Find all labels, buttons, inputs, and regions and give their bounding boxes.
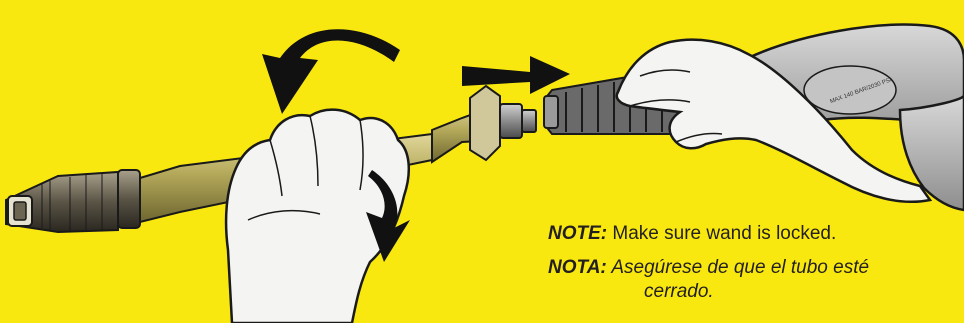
wand-connector bbox=[470, 86, 536, 160]
note-label: NOTE: bbox=[548, 223, 607, 244]
nota-label: NOTA: bbox=[548, 257, 607, 278]
note-spanish: NOTA: Asegúrese de que el tubo esté cerr… bbox=[548, 256, 960, 304]
nota-text: Asegúrese de que el tubo esté bbox=[607, 257, 869, 278]
left-hand bbox=[226, 110, 409, 323]
nota-text-continued: cerrado. bbox=[548, 280, 960, 304]
note-text: Make sure wand is locked. bbox=[607, 223, 836, 244]
nozzle-tip bbox=[6, 170, 140, 232]
push-arrow-icon bbox=[462, 56, 570, 94]
instruction-notes: NOTE: Make sure wand is locked. NOTA: As… bbox=[548, 222, 960, 304]
note-english: NOTE: Make sure wand is locked. bbox=[548, 222, 960, 246]
